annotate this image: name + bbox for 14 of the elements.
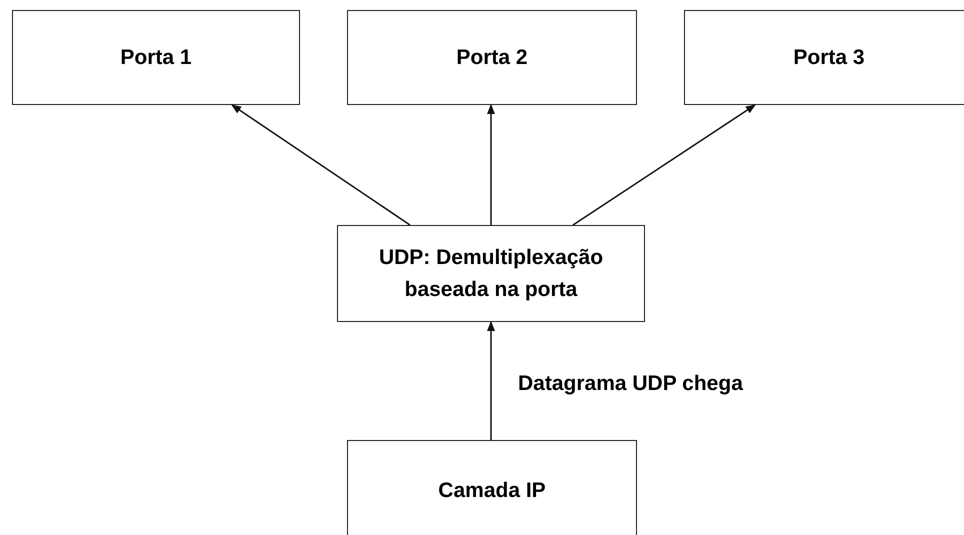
box-label: Porta 3 bbox=[793, 44, 865, 70]
arrow bbox=[572, 104, 756, 226]
process-box bbox=[684, 10, 964, 105]
process-box bbox=[347, 10, 637, 105]
box-label: Porta 2 bbox=[456, 44, 528, 70]
box-label: Camada IP bbox=[438, 478, 546, 504]
box-label: Porta 1 bbox=[120, 44, 192, 70]
arrow bbox=[487, 321, 495, 440]
arrow bbox=[487, 104, 495, 225]
arrow bbox=[231, 104, 410, 226]
process-box bbox=[337, 225, 645, 322]
box-label: UDP: Demultiplexação baseada na porta bbox=[378, 244, 604, 302]
process-box bbox=[12, 10, 300, 105]
process-box bbox=[347, 440, 637, 535]
